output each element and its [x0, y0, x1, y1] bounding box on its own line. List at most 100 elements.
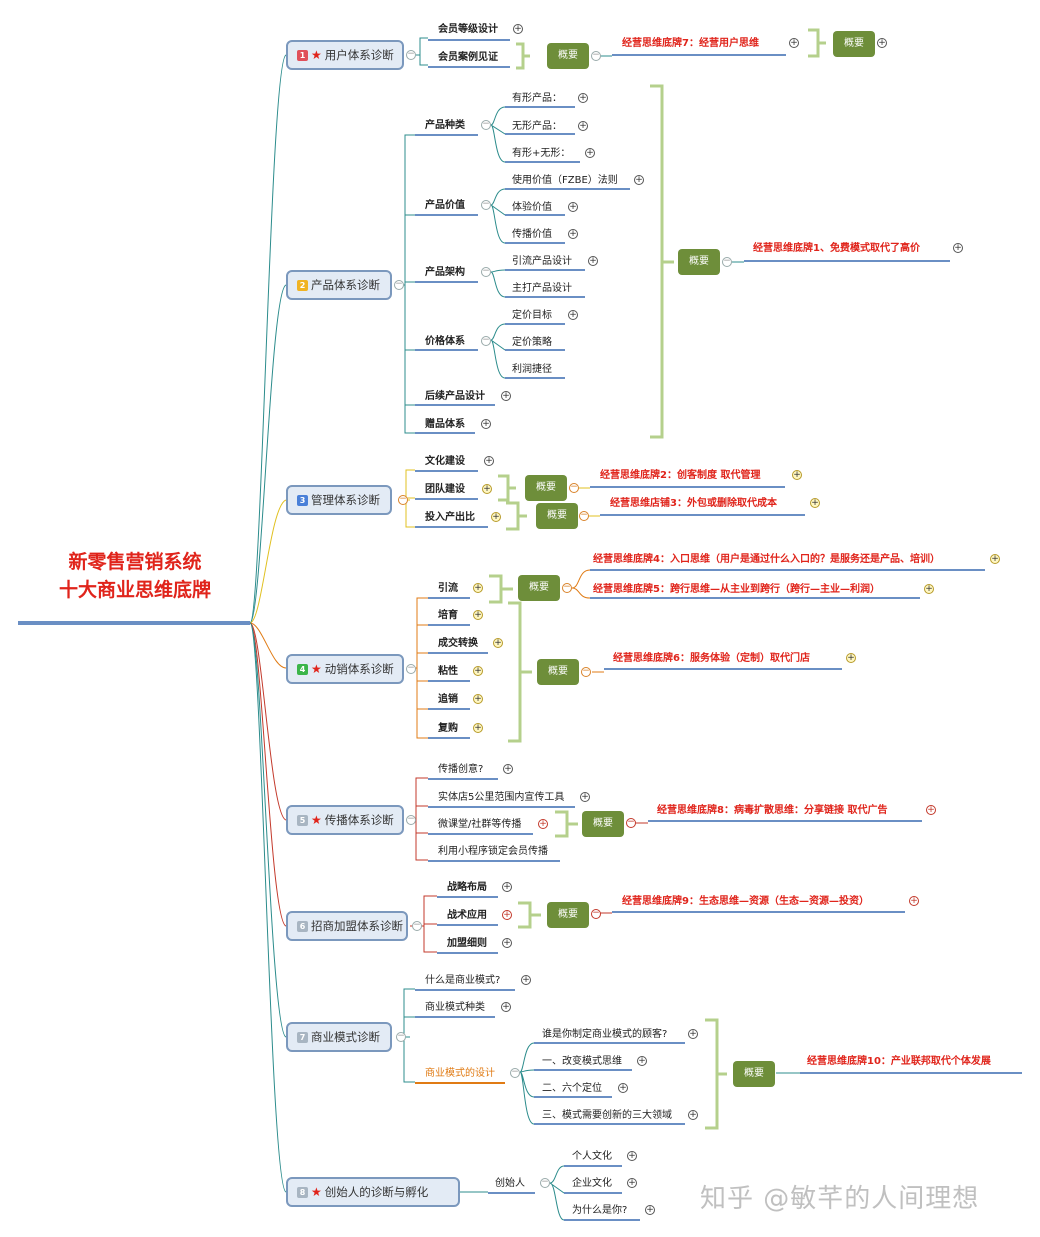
summary-node[interactable]: 概要	[833, 31, 875, 57]
expand-toggle[interactable]: +	[521, 975, 531, 985]
collapse-toggle[interactable]: −	[481, 199, 491, 210]
node-use-value[interactable]: 使用价值（FZBE）法则	[512, 175, 618, 186]
collapse-toggle[interactable]: −	[481, 335, 491, 346]
collapse-toggle[interactable]: −	[406, 814, 416, 825]
node-spread-value[interactable]: 传播价值	[512, 229, 552, 240]
node-microclass-community[interactable]: 微课堂/社群等传播	[438, 819, 522, 830]
branch-communication-system[interactable]: 5 ★ 传播体系诊断	[286, 805, 404, 835]
expand-toggle[interactable]: +	[503, 764, 513, 774]
node-mini-program[interactable]: 利用小程序锁定会员传播	[438, 846, 548, 857]
summary-node[interactable]: 概要	[678, 249, 720, 275]
node-tactics[interactable]: 战术应用	[447, 910, 487, 921]
node-profit-shortcut[interactable]: 利润捷径	[512, 364, 552, 375]
node-main-product[interactable]: 主打产品设计	[512, 283, 572, 294]
node-tangible[interactable]: 有形产品：	[512, 93, 562, 104]
expand-toggle[interactable]: +	[789, 38, 799, 48]
expand-toggle[interactable]: +	[473, 723, 483, 733]
expand-toggle[interactable]: +	[618, 1083, 628, 1093]
expand-toggle[interactable]: +	[846, 653, 856, 663]
expand-toggle[interactable]: +	[634, 175, 644, 185]
node-product-value[interactable]: 产品价值	[425, 200, 465, 211]
expand-toggle[interactable]: +	[502, 910, 512, 920]
expand-toggle[interactable]: +	[473, 610, 483, 620]
node-model-customer[interactable]: 谁是你制定商业模式的顾客?	[542, 1029, 668, 1040]
summary-node[interactable]: 概要	[525, 475, 567, 501]
expand-toggle[interactable]: +	[578, 121, 588, 131]
node-personal-culture[interactable]: 个人文化	[572, 1151, 612, 1162]
expand-toggle[interactable]: +	[627, 1151, 637, 1161]
summary-node[interactable]: 概要	[518, 575, 560, 601]
branch-user-system[interactable]: 1 ★ 用户体系诊断	[286, 40, 404, 70]
node-culture[interactable]: 文化建设	[425, 456, 465, 467]
expand-toggle[interactable]: +	[585, 148, 595, 158]
branch-franchise-system[interactable]: 6 招商加盟体系诊断	[286, 911, 408, 941]
expand-toggle[interactable]: +	[877, 38, 887, 48]
expand-toggle[interactable]: +	[502, 882, 512, 892]
node-model-design[interactable]: 商业模式的设计	[425, 1068, 495, 1079]
collapse-toggle[interactable]: −	[412, 920, 422, 931]
node-change-mindset[interactable]: 一、改变模式思维	[542, 1056, 622, 1067]
collapse-toggle[interactable]: −	[481, 266, 491, 277]
expand-toggle[interactable]: +	[513, 24, 523, 34]
expand-toggle[interactable]: +	[502, 938, 512, 948]
summary-node[interactable]: 概要	[547, 43, 589, 69]
collapse-toggle[interactable]: −	[481, 119, 491, 130]
node-what-is-model[interactable]: 什么是商业模式?	[425, 975, 501, 986]
collapse-toggle[interactable]: −	[406, 663, 416, 674]
expand-toggle[interactable]: +	[580, 792, 590, 802]
collapse-toggle[interactable]: −	[540, 1177, 550, 1188]
node-spread-idea[interactable]: 传播创意?	[438, 764, 484, 775]
collapse-toggle[interactable]: −	[591, 50, 601, 61]
expand-toggle[interactable]: +	[568, 202, 578, 212]
expand-toggle[interactable]: +	[501, 1002, 511, 1012]
collapse-toggle[interactable]: −	[722, 256, 732, 267]
node-price-strategy[interactable]: 定价策略	[512, 337, 552, 348]
node-corporate-culture[interactable]: 企业文化	[572, 1178, 612, 1189]
collapse-toggle[interactable]: −	[591, 908, 601, 919]
expand-toggle[interactable]: +	[473, 694, 483, 704]
collapse-toggle[interactable]: −	[562, 582, 572, 593]
node-stickiness[interactable]: 粘性	[438, 666, 458, 677]
expand-toggle[interactable]: +	[688, 1110, 698, 1120]
expand-toggle[interactable]: +	[491, 512, 501, 522]
summary-node[interactable]: 概要	[582, 811, 624, 837]
node-conversion[interactable]: 成交转换	[438, 638, 478, 649]
expand-toggle[interactable]: +	[810, 498, 820, 508]
expand-toggle[interactable]: +	[924, 584, 934, 594]
summary-node[interactable]: 概要	[733, 1061, 775, 1087]
expand-toggle[interactable]: +	[501, 391, 511, 401]
node-price-system[interactable]: 价格体系	[425, 336, 465, 347]
expand-toggle[interactable]: +	[953, 243, 963, 253]
expand-toggle[interactable]: +	[578, 93, 588, 103]
node-franchise-rules[interactable]: 加盟细则	[447, 938, 487, 949]
collapse-toggle[interactable]: −	[579, 510, 589, 521]
node-upsell[interactable]: 追销	[438, 694, 458, 705]
collapse-toggle[interactable]: −	[626, 817, 636, 828]
expand-toggle[interactable]: +	[568, 310, 578, 320]
collapse-toggle[interactable]: −	[569, 482, 579, 493]
collapse-toggle[interactable]: −	[581, 666, 591, 677]
expand-toggle[interactable]: +	[990, 554, 1000, 564]
branch-product-system[interactable]: 2 产品体系诊断	[286, 270, 392, 300]
node-repurchase[interactable]: 复购	[438, 723, 458, 734]
expand-toggle[interactable]: +	[627, 1178, 637, 1188]
expand-toggle[interactable]: +	[568, 229, 578, 239]
collapse-toggle[interactable]: −	[406, 49, 416, 60]
node-product-kind[interactable]: 产品种类	[425, 120, 465, 131]
node-strategy[interactable]: 战略布局	[447, 882, 487, 893]
expand-toggle[interactable]: +	[482, 484, 492, 494]
node-experience-value[interactable]: 体验价值	[512, 202, 552, 213]
node-traffic[interactable]: 引流	[438, 583, 458, 594]
node-tangible-intangible[interactable]: 有形+无形：	[512, 148, 571, 159]
node-model-types[interactable]: 商业模式种类	[425, 1002, 485, 1013]
expand-toggle[interactable]: +	[588, 256, 598, 266]
summary-node[interactable]: 概要	[536, 503, 578, 529]
node-traffic-product[interactable]: 引流产品设计	[512, 256, 572, 267]
summary-node[interactable]: 概要	[537, 659, 579, 685]
node-nurture[interactable]: 培育	[438, 610, 458, 621]
expand-toggle[interactable]: +	[484, 456, 494, 466]
node-price-target[interactable]: 定价目标	[512, 310, 552, 321]
branch-management-system[interactable]: 3 管理体系诊断	[286, 485, 392, 515]
collapse-toggle[interactable]: −	[396, 1031, 406, 1042]
expand-toggle[interactable]: +	[481, 419, 491, 429]
